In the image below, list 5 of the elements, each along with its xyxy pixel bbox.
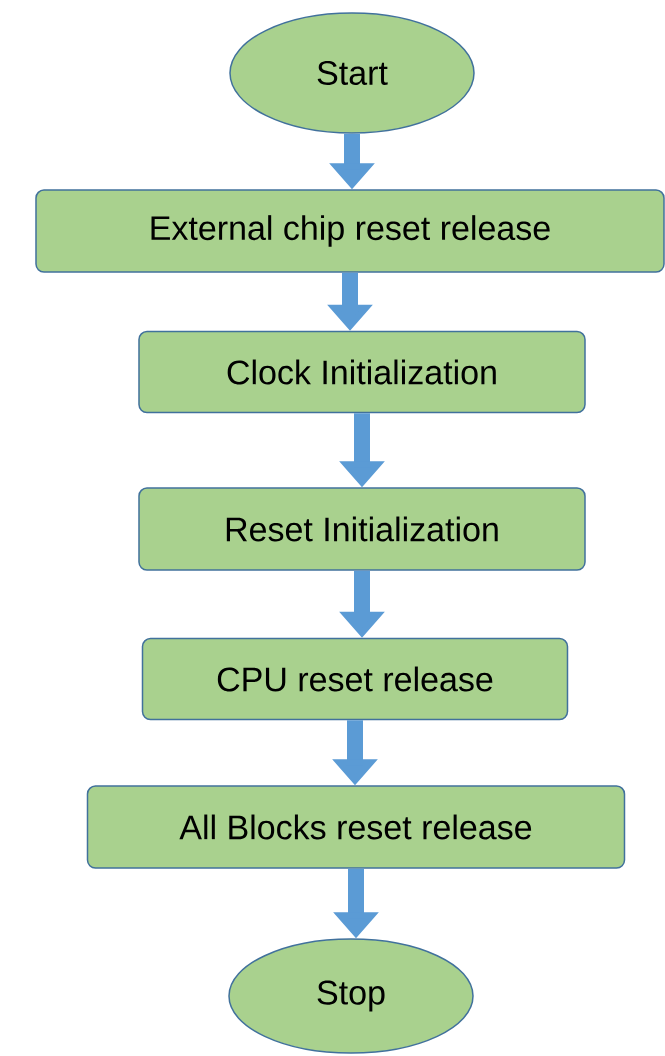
process-box: External chip reset release: [35, 189, 665, 273]
process-box: Clock Initialization: [138, 330, 586, 414]
process-box: Reset Initialization: [138, 487, 586, 571]
process-box: CPU reset release: [141, 637, 569, 721]
process-box: All Blocks reset release: [86, 785, 626, 869]
